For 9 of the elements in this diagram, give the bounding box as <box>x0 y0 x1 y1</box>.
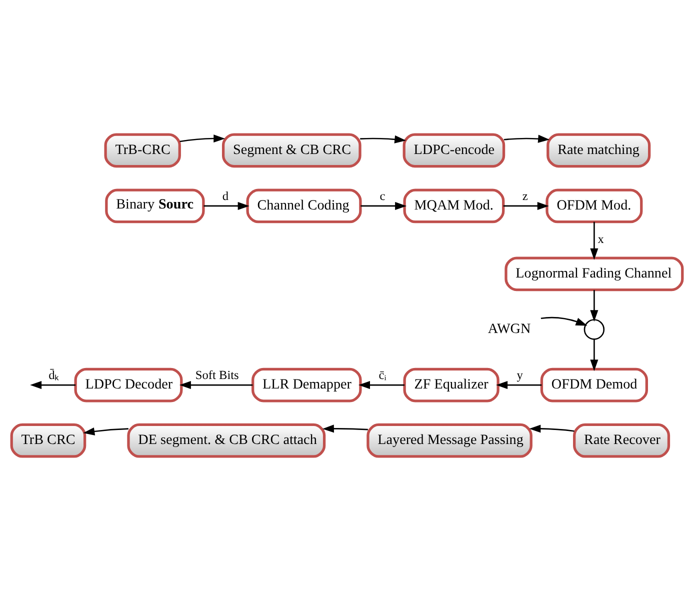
node-text: AWGN <box>488 320 531 336</box>
edge-label: x <box>598 232 604 246</box>
edge-label: Soft Bits <box>195 368 239 382</box>
edge-label: d <box>222 188 229 202</box>
edge-label: z <box>522 188 528 202</box>
edge-label: c <box>380 188 386 202</box>
edge-label: c̄ᵢ <box>378 368 386 382</box>
edge-label: d̄ₖ <box>48 368 59 382</box>
edge-label: y <box>516 368 523 382</box>
